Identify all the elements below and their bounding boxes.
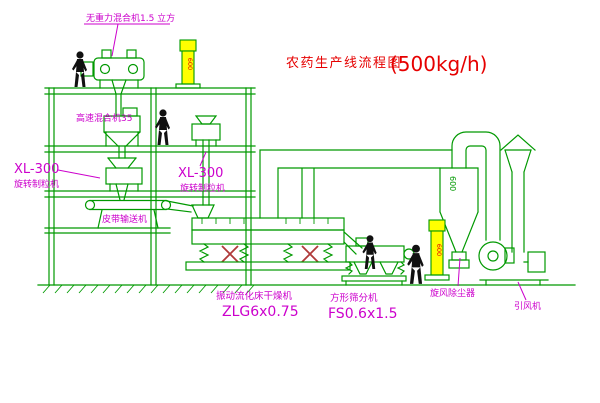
labels: 无重力混合机1.5 立方 农药生产线流程图 (500kg/h) 高速混合机35 … (14, 12, 541, 322)
drawing-title-capacity: (500kg/h) (390, 52, 487, 76)
label-high-speed-mixer: 高速混合机35 (76, 112, 132, 124)
worker-figure (72, 51, 87, 87)
bucket-elevator-right: 600 (424, 219, 450, 281)
worker-figure (362, 235, 377, 270)
label-square-sieve-model: FS0.6x1.5 (328, 306, 398, 322)
label-square-sieve: 方形筛分机 (330, 292, 378, 304)
square-sieve (341, 237, 415, 286)
duct-size-mark: 600 (448, 176, 457, 191)
label-fluid-bed-dryer: 振动流化床干燥机 (216, 290, 293, 302)
building-frame (44, 87, 256, 286)
drawing-title: 农药生产线流程图 (286, 56, 402, 71)
high-speed-mixer (103, 107, 141, 159)
worker-figure (407, 244, 424, 284)
belt-conveyor (84, 199, 194, 229)
label-granulator-left-model: XL-300 (14, 162, 59, 177)
bucket-elevator-top: 600 (175, 39, 201, 89)
granulator-left (105, 157, 143, 201)
horizontal-mixer (80, 49, 145, 117)
leader-lines (57, 23, 527, 301)
ground-line (37, 284, 576, 294)
label-induced-draft-fan: 引风机 (514, 300, 541, 312)
label-cyclone: 旋风除尘器 (430, 287, 475, 299)
granulator-right (191, 115, 221, 206)
label-belt-conveyor: 皮带输送机 (102, 213, 147, 225)
label-granulator-right-model: XL-300 (178, 166, 223, 181)
label-granulator-right-name: 旋转制粒机 (180, 182, 225, 194)
label-granulator-left-name: 旋转制粒机 (14, 178, 59, 190)
label-horizontal-mixer: 无重力混合机1.5 立方 (86, 12, 175, 24)
elevator-top-mark: 600 (186, 58, 194, 70)
fan-and-stack (478, 134, 549, 286)
cyclone: 600 (439, 131, 501, 269)
label-fluid-bed-model: ZLG6x0.75 (222, 304, 299, 320)
elevator-right-mark: 600 (435, 244, 443, 256)
fluid-bed-dryer (185, 204, 363, 271)
exhaust-duct (259, 149, 453, 219)
worker-figure (155, 109, 170, 145)
